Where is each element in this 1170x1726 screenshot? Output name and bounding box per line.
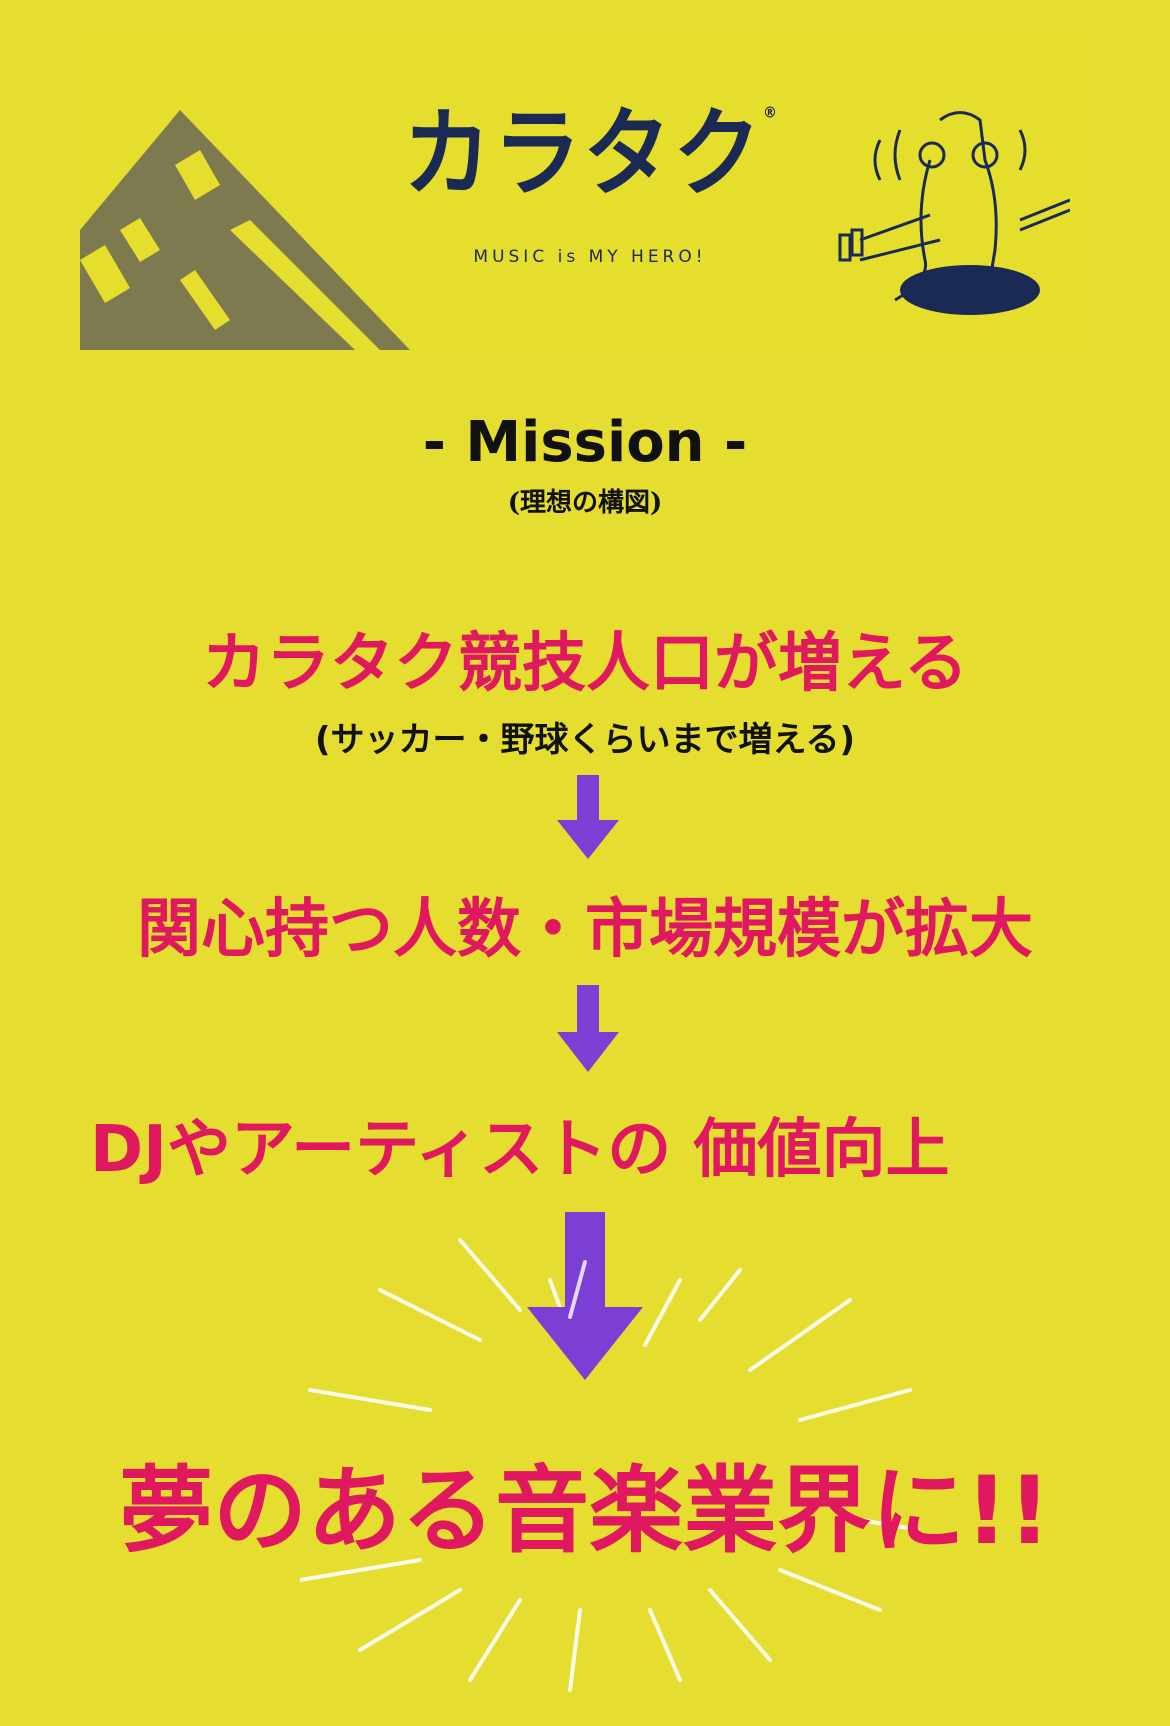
tagline: MUSIC is MY HERO! (473, 247, 707, 267)
dj-character-icon (838, 111, 1070, 315)
arrow-down-icon (557, 775, 619, 859)
mountain-logo-icon (80, 110, 410, 350)
flow-step-1-note: (サッカー・野球くらいまで増える) (314, 720, 856, 760)
brand-name: カラタク (402, 96, 763, 211)
arrow-down-icon (557, 985, 619, 1072)
flow-step-3: DJやアーティストの 価値向上 (90, 1113, 950, 1187)
mission-subtitle: (理想の構図) (507, 488, 663, 518)
registered-mark: ® (763, 104, 777, 123)
brand-logo: カラタク® (370, 104, 810, 203)
mission-title: - Mission - (422, 410, 748, 475)
final-goal: 夢のある音楽業界に!! (119, 1457, 1051, 1566)
large-arrow-down-icon (527, 1212, 643, 1380)
flow-step-1: カラタク競技人口が増える (201, 627, 969, 701)
burst-lines-icon (300, 1238, 920, 1692)
flow-step-2: 関心持つ人数・市場規模が拡大 (137, 893, 1033, 967)
